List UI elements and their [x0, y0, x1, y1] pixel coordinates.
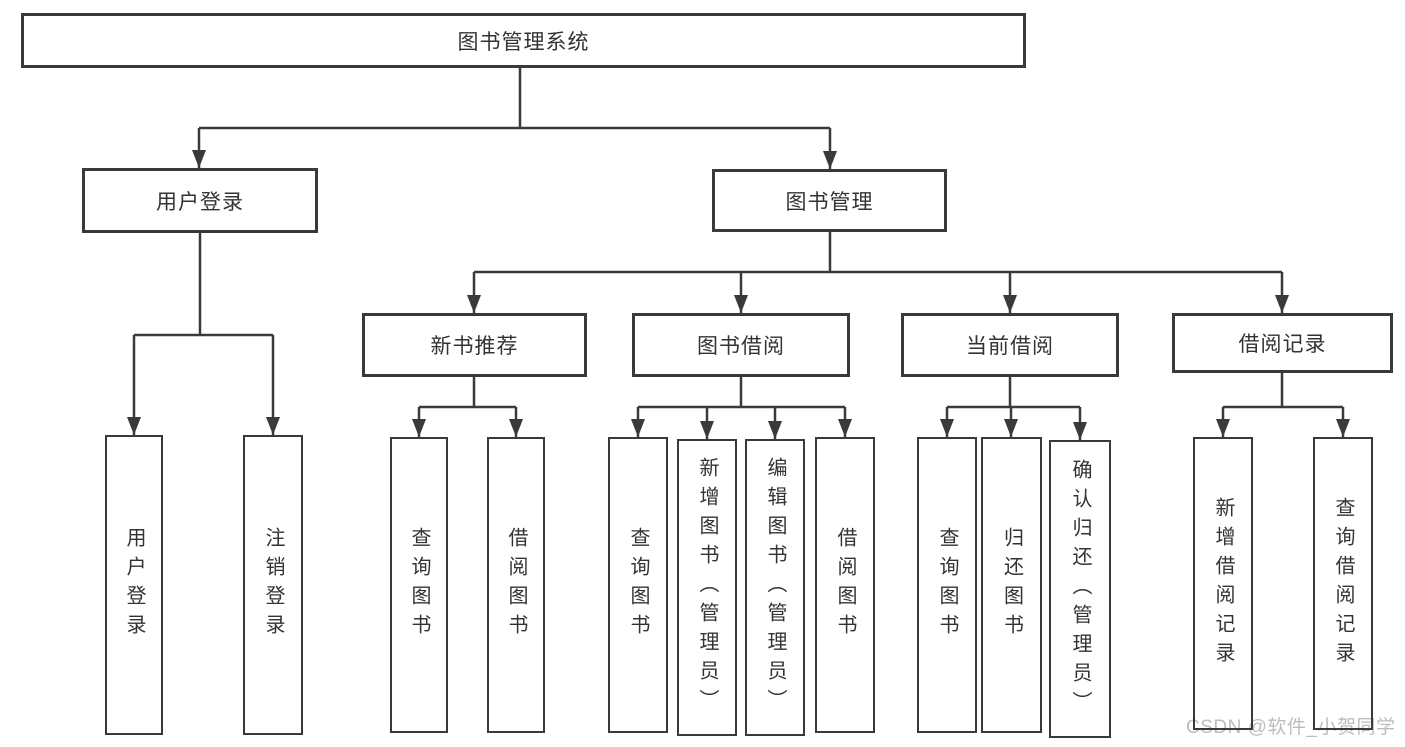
- connector-borrowrecords-to-leaves: [1216, 373, 1350, 437]
- node-new-book-recommendation: 新书推荐: [362, 313, 587, 377]
- node-book-management: 图书管理: [712, 169, 947, 232]
- connector-newbook-to-leaves: [412, 377, 523, 437]
- leaf-query-books-newbook: 查询图书: [390, 437, 448, 733]
- leaf-query-books-borrowing: 查询图书: [608, 437, 668, 733]
- node-borrowing-records: 借阅记录: [1172, 313, 1393, 373]
- leaf-logout: 注销登录: [243, 435, 303, 735]
- leaf-query-borrow-record: 查询借阅记录: [1313, 437, 1373, 730]
- leaf-borrow-books-borrowing: 借阅图书: [815, 437, 875, 733]
- leaf-query-books-current: 查询图书: [917, 437, 977, 733]
- connector-root-to-level2: [192, 68, 837, 169]
- connector-bookmgmt-to-level3: [467, 232, 1289, 313]
- connector-currentborrow-to-leaves: [940, 377, 1087, 440]
- leaf-confirm-return-admin: 确认归还（管理员）: [1049, 440, 1111, 738]
- node-book-borrowing: 图书借阅: [632, 313, 850, 377]
- node-library-management-system: 图书管理系统: [21, 13, 1026, 68]
- csdn-watermark: CSDN @软件_小贺同学: [1186, 717, 1396, 738]
- node-user-login: 用户登录: [82, 168, 318, 233]
- leaf-borrow-books-newbook: 借阅图书: [487, 437, 545, 733]
- connector-userlogin-to-leaves: [127, 233, 280, 435]
- leaf-return-books: 归还图书: [981, 437, 1042, 733]
- leaf-user-login: 用户登录: [105, 435, 163, 735]
- connector-bookborrow-to-leaves: [631, 377, 852, 439]
- leaf-edit-books-admin: 编辑图书（管理员）: [745, 439, 805, 736]
- leaf-add-borrow-record: 新增借阅记录: [1193, 437, 1253, 730]
- leaf-add-books-admin: 新增图书（管理员）: [677, 439, 737, 736]
- node-current-borrowing: 当前借阅: [901, 313, 1119, 377]
